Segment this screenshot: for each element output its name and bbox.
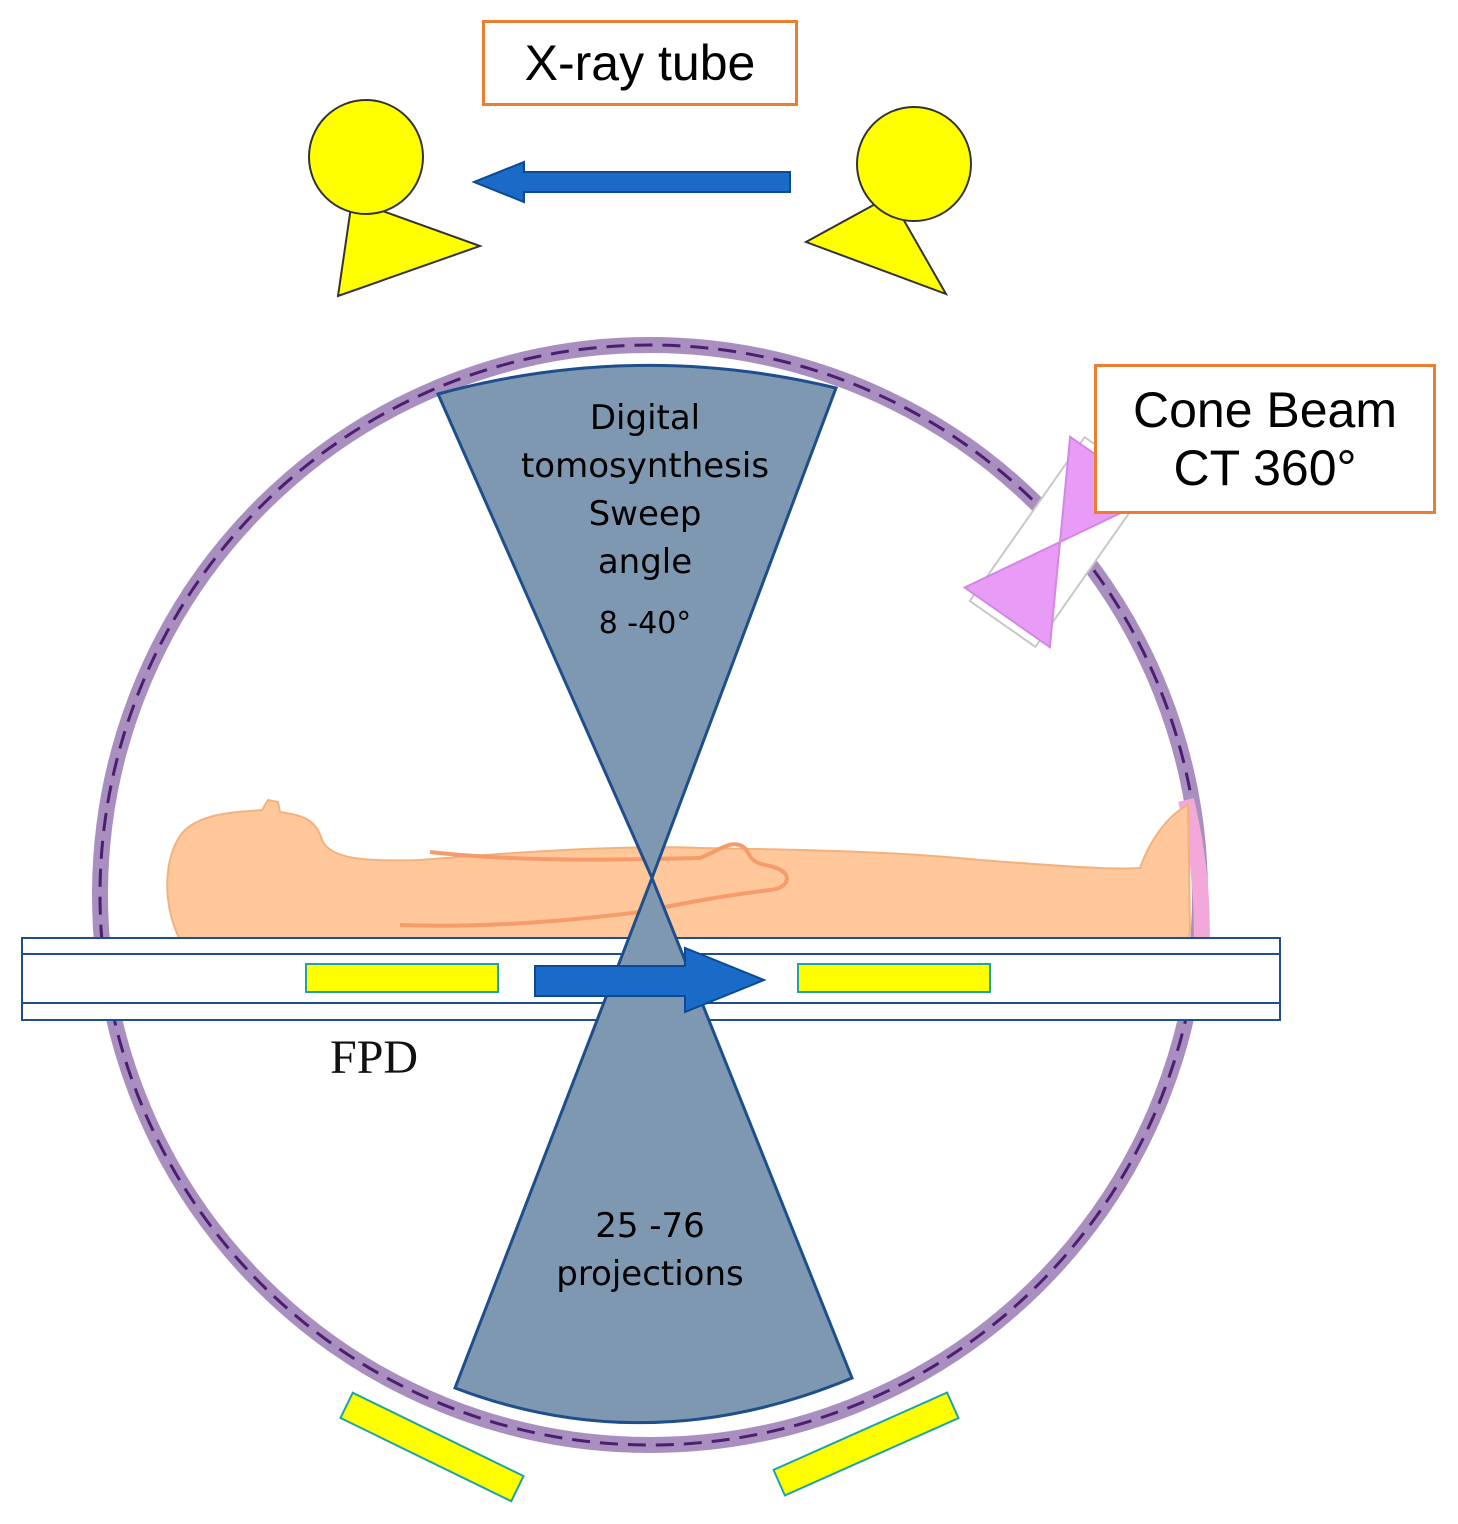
xray-tube-right-icon: [803, 106, 972, 296]
sweep-angle-value: 8 -40°: [598, 606, 692, 641]
cone-beam-ct-label: Cone Beam CT 360°: [1094, 364, 1436, 514]
cone-top: [435, 363, 839, 882]
detector-motion-arrow: [534, 946, 767, 1014]
xray-tube-label: X-ray tube: [482, 20, 798, 106]
cone-bottom: [453, 873, 854, 1425]
detector-left: [305, 963, 499, 993]
tomosynthesis-line-1: Digital: [589, 398, 701, 438]
tomosynthesis-line-3: Sweep: [588, 494, 702, 534]
cone-beam-line-2: CT 360°: [1173, 440, 1357, 496]
projections-line-1: 25 -76: [595, 1206, 705, 1246]
bottom-detector-right: [772, 1391, 960, 1497]
projections-text: 25 -76 projections: [500, 1202, 800, 1298]
detector-right: [797, 963, 991, 993]
xray-tube-left-icon: [308, 99, 483, 298]
bottom-detector-left: [339, 1391, 525, 1503]
tomosynthesis-line-4: angle: [597, 542, 693, 582]
tube-motion-arrow: [471, 160, 791, 204]
cone-beam-line-1: Cone Beam: [1132, 382, 1398, 438]
patient-arm: [399, 842, 789, 928]
tomosynthesis-line-2: tomosynthesis: [520, 446, 770, 486]
tomosynthesis-text: Digital tomosynthesis Sweep angle: [470, 394, 820, 586]
fpd-label: FPD: [330, 1031, 419, 1084]
patient-silhouette: [166, 798, 1192, 941]
projections-line-2: projections: [556, 1254, 744, 1294]
